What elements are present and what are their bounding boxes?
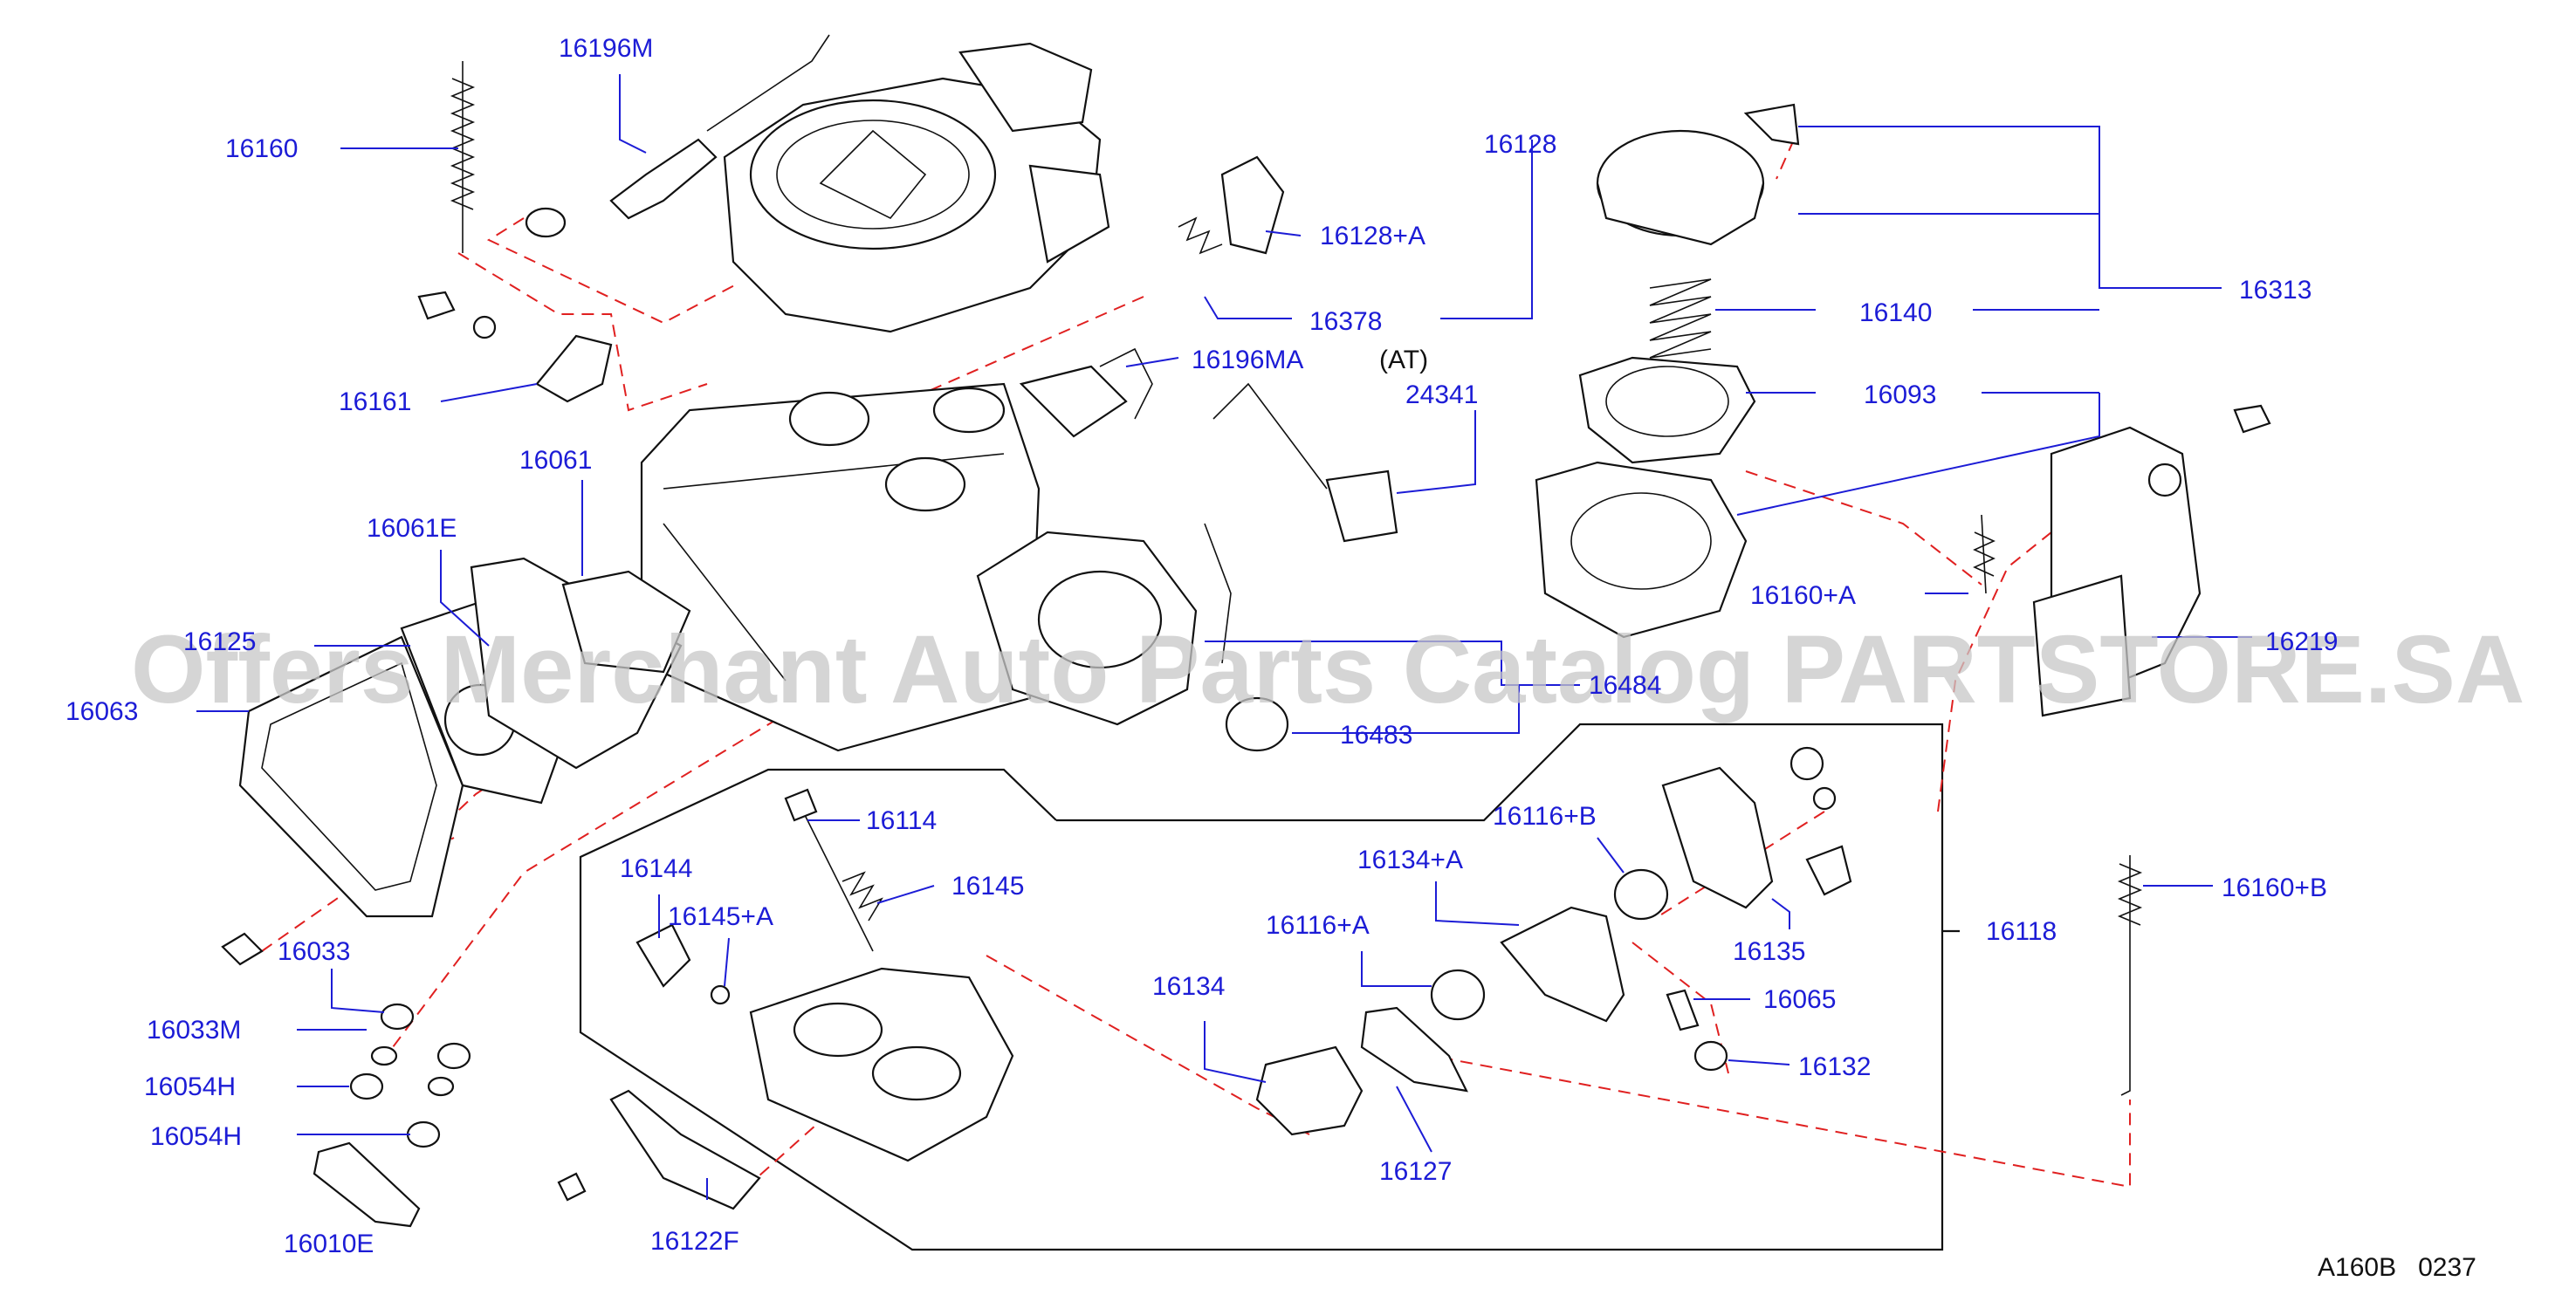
group-outline-16118	[579, 723, 1960, 1251]
part-16134-lever	[1255, 1045, 1364, 1136]
part-16093-diaphragm	[1578, 356, 1756, 464]
part-16135-lever	[1661, 746, 1852, 909]
part-24341-harness	[1204, 382, 1398, 664]
label-16144[interactable]: 16144	[620, 854, 692, 883]
part-16483-grommet	[1225, 696, 1289, 752]
part-16033-screw	[221, 932, 471, 1148]
part-carburetor-top	[723, 42, 1110, 333]
diagram-code: A160B 0237	[2318, 1253, 2476, 1282]
label-16196MA[interactable]: 16196MA	[1192, 346, 1303, 374]
part-16061E-cover	[470, 557, 683, 770]
part-16140-diaphragm-cover	[1596, 103, 1800, 246]
part-lower-throttle-body	[749, 967, 1014, 1162]
part-16161-bracket	[417, 291, 613, 403]
label-16122F[interactable]: 16122F	[650, 1227, 739, 1256]
watermark-text: Offers Merchant Auto Parts Catalog PARTS…	[131, 616, 2524, 723]
part-16063-gasket	[238, 635, 464, 918]
part-16061-block	[561, 570, 691, 674]
label-16219[interactable]: 16219	[2265, 627, 2338, 656]
label-16033[interactable]: 16033	[278, 937, 350, 966]
label-16128[interactable]: 16128	[1484, 130, 1556, 159]
label-16114[interactable]: 16114	[866, 806, 937, 835]
label-16125[interactable]: 16125	[183, 627, 256, 656]
part-16196M-solenoid	[609, 34, 830, 220]
leader-lines	[196, 74, 2252, 1200]
label-16313[interactable]: 16313	[2239, 276, 2312, 305]
label-16132[interactable]: 16132	[1798, 1052, 1871, 1081]
label-16065[interactable]: 16065	[1763, 985, 1836, 1014]
label-16161[interactable]: 16161	[339, 387, 411, 416]
part-16061-throttle-body	[640, 382, 1041, 752]
label-AT: (AT)	[1379, 346, 1428, 374]
label-16134[interactable]: 16134	[1152, 972, 1225, 1001]
label-16127[interactable]: 16127	[1379, 1157, 1452, 1186]
part-16313-housing	[1535, 461, 1748, 639]
part-16114-screw	[784, 788, 874, 952]
label-16483[interactable]: 16483	[1340, 721, 1412, 750]
label-24341[interactable]: 24341	[1405, 380, 1478, 409]
part-16128A-lever	[1178, 155, 1285, 255]
label-16116B[interactable]: 16116+B	[1493, 802, 1597, 831]
part-16127-lever	[1360, 1006, 1468, 1093]
label-16061[interactable]: 16061	[519, 446, 592, 475]
label-16145A[interactable]: 16145+A	[668, 902, 773, 931]
part-choke-housing	[976, 531, 1198, 726]
label-16128A[interactable]: 16128+A	[1320, 222, 1425, 250]
label-16196M[interactable]: 16196M	[559, 34, 653, 63]
part-16132-nut	[1693, 1040, 1728, 1072]
part-16144-screw	[635, 923, 731, 1005]
label-16140[interactable]: 16140	[1859, 298, 1932, 327]
label-16116A[interactable]: 16116+A	[1266, 911, 1370, 940]
part-16116B-collar	[1613, 868, 1669, 921]
part-labels: 16196M 16160 16161 16061 16061E 16125 16…	[65, 34, 2338, 1258]
label-16484[interactable]: 16484	[1589, 671, 1661, 700]
part-16122F-plate	[557, 1089, 761, 1210]
part-16160B-rod	[2117, 855, 2143, 1096]
part-16160-spring	[450, 61, 567, 253]
label-16061E[interactable]: 16061E	[367, 514, 457, 543]
label-16033M[interactable]: 16033M	[147, 1016, 241, 1045]
label-16063[interactable]: 16063	[65, 697, 138, 726]
part-16140-spring	[1649, 278, 1712, 359]
label-16093[interactable]: 16093	[1864, 380, 1936, 409]
label-16145[interactable]: 16145	[951, 872, 1024, 901]
part-16065-screw	[1666, 989, 1700, 1031]
label-16010E[interactable]: 16010E	[284, 1230, 374, 1258]
label-16118[interactable]: 16118	[1986, 917, 2057, 946]
label-16054H-b[interactable]: 16054H	[150, 1122, 242, 1151]
label-16134A[interactable]: 16134+A	[1357, 846, 1463, 874]
label-16160A[interactable]: 16160+A	[1750, 581, 1856, 610]
part-16116A-collar	[1430, 969, 1486, 1021]
part-16145-spring	[841, 871, 883, 922]
part-16010E-clip	[313, 1141, 421, 1228]
outline-upper-box	[579, 723, 1944, 1251]
label-16160[interactable]: 16160	[225, 134, 298, 163]
label-16160B[interactable]: 16160+B	[2222, 874, 2327, 902]
part-16219-bracket	[2032, 404, 2271, 717]
part-16160A-rod	[1973, 514, 1996, 594]
label-16378[interactable]: 16378	[1309, 307, 1382, 336]
part-16196MA-switch	[1019, 347, 1153, 438]
label-16054H-a[interactable]: 16054H	[144, 1072, 236, 1101]
label-16135[interactable]: 16135	[1733, 937, 1805, 966]
part-16134A-lever	[1500, 906, 1625, 1023]
